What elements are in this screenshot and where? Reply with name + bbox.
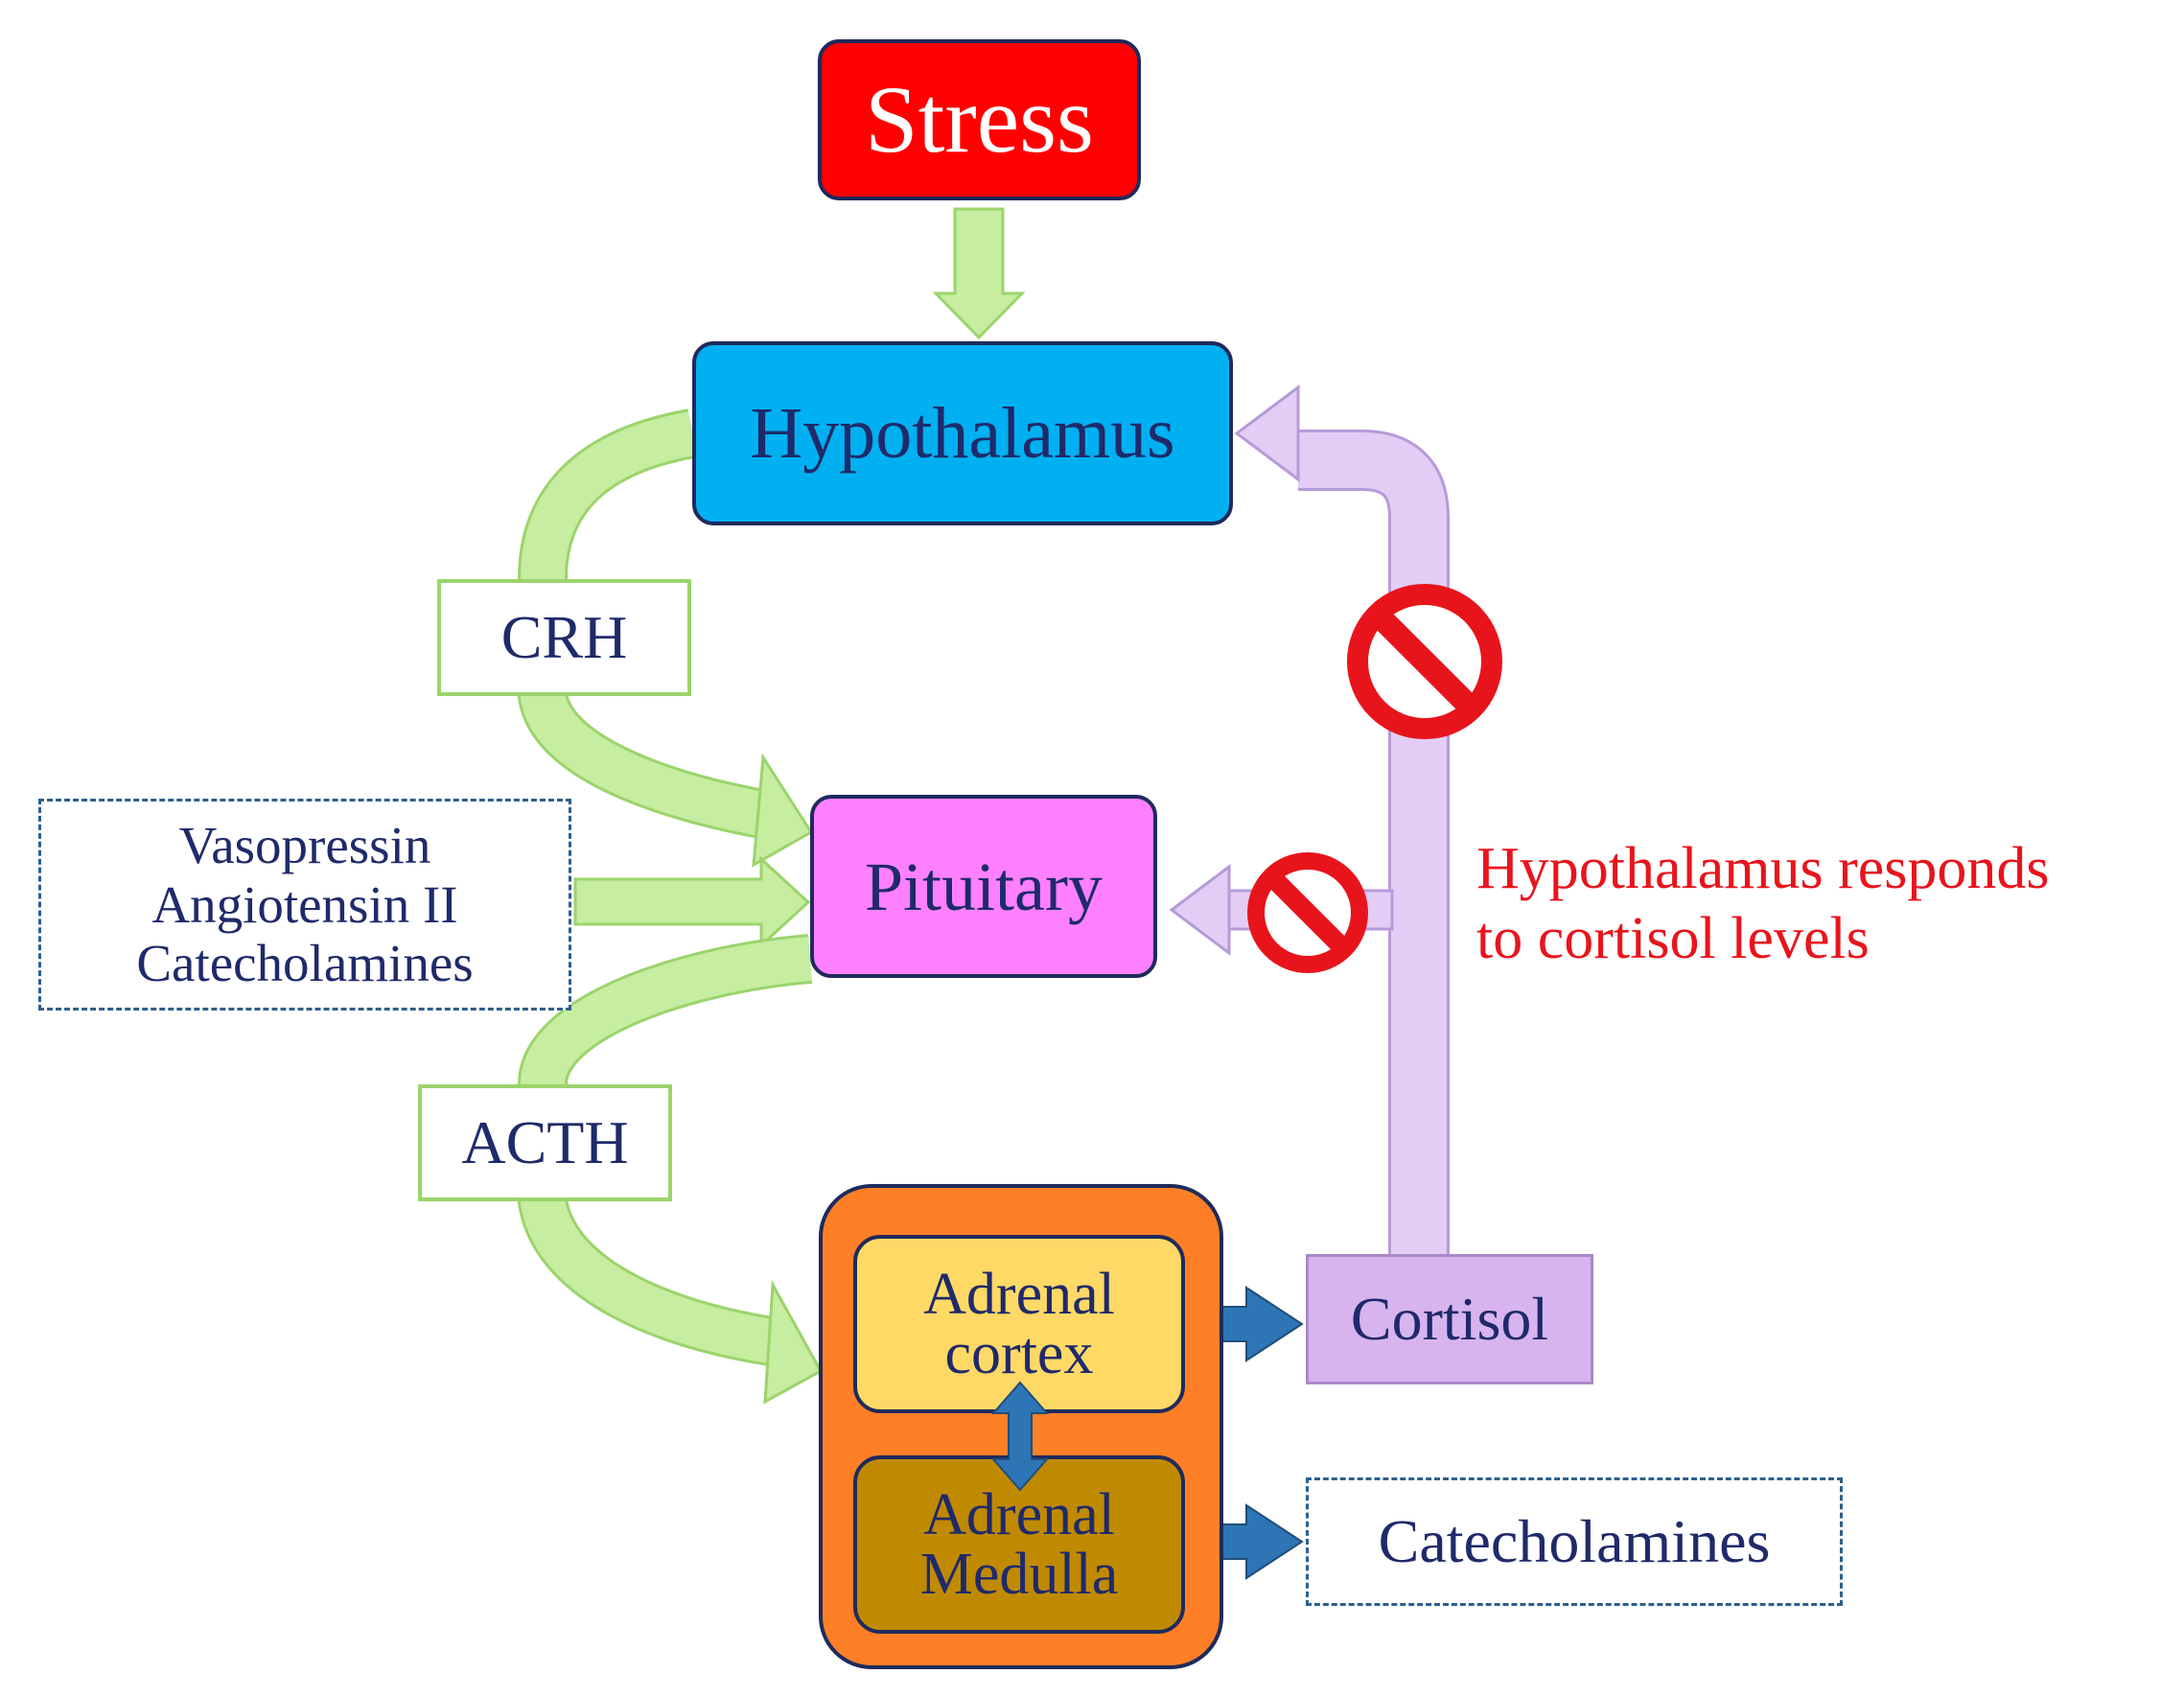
crh-label-box: CRH [437, 579, 691, 696]
other-input-item: Angiotensin II [151, 874, 458, 934]
cortisol-label: Cortisol [1350, 1285, 1549, 1353]
hypothalamus-label: Hypothalamus [750, 393, 1175, 474]
inputs-to-pituitary-arrow [573, 855, 811, 949]
adrenal-cortex-label-line: Adrenal [923, 1262, 1115, 1327]
other-input-item: Vasopressin [178, 816, 431, 875]
adrenal-cortex-node: Adrenal cortex [853, 1235, 1185, 1413]
adrenal-cortex-label-line: cortex [944, 1321, 1094, 1386]
adrenal-medulla-label-line: Medulla [919, 1542, 1119, 1607]
cortex-medulla-double-arrow [990, 1381, 1050, 1492]
acth-label: ACTH [461, 1108, 629, 1176]
other-inputs-box: Vasopressin Angiotensin II Catecholamine… [38, 799, 571, 1011]
crh-label: CRH [500, 603, 628, 671]
stress-label: Stress [865, 66, 1094, 173]
inhibition-icon [1347, 584, 1502, 739]
pituitary-node: Pituitary [810, 795, 1157, 978]
hypothalamus-node: Hypothalamus [692, 341, 1233, 525]
annotation-line: to cortisol levels [1476, 906, 1870, 972]
cortisol-node: Cortisol [1306, 1254, 1593, 1384]
feedback-annotation: Hypothalamus responds to cortisol levels [1476, 834, 2167, 974]
crh-curved-arrow [518, 408, 814, 868]
acth-label-box: ACTH [418, 1084, 672, 1201]
pituitary-label: Pituitary [865, 848, 1103, 925]
stress-to-hypothalamus-arrow [932, 207, 1026, 340]
catecholamines-output-label: Catecholamines [1378, 1507, 1771, 1575]
cortisol-feedback-arrow [1234, 384, 1450, 1254]
inhibition-icon [1247, 852, 1368, 973]
annotation-line: Hypothalamus responds [1476, 836, 2050, 901]
catecholamines-output-box: Catecholamines [1306, 1477, 1843, 1606]
stress-node: Stress [818, 39, 1141, 200]
adrenal-medulla-label-line: Adrenal [923, 1482, 1115, 1547]
other-input-item: Catecholamines [136, 934, 474, 993]
